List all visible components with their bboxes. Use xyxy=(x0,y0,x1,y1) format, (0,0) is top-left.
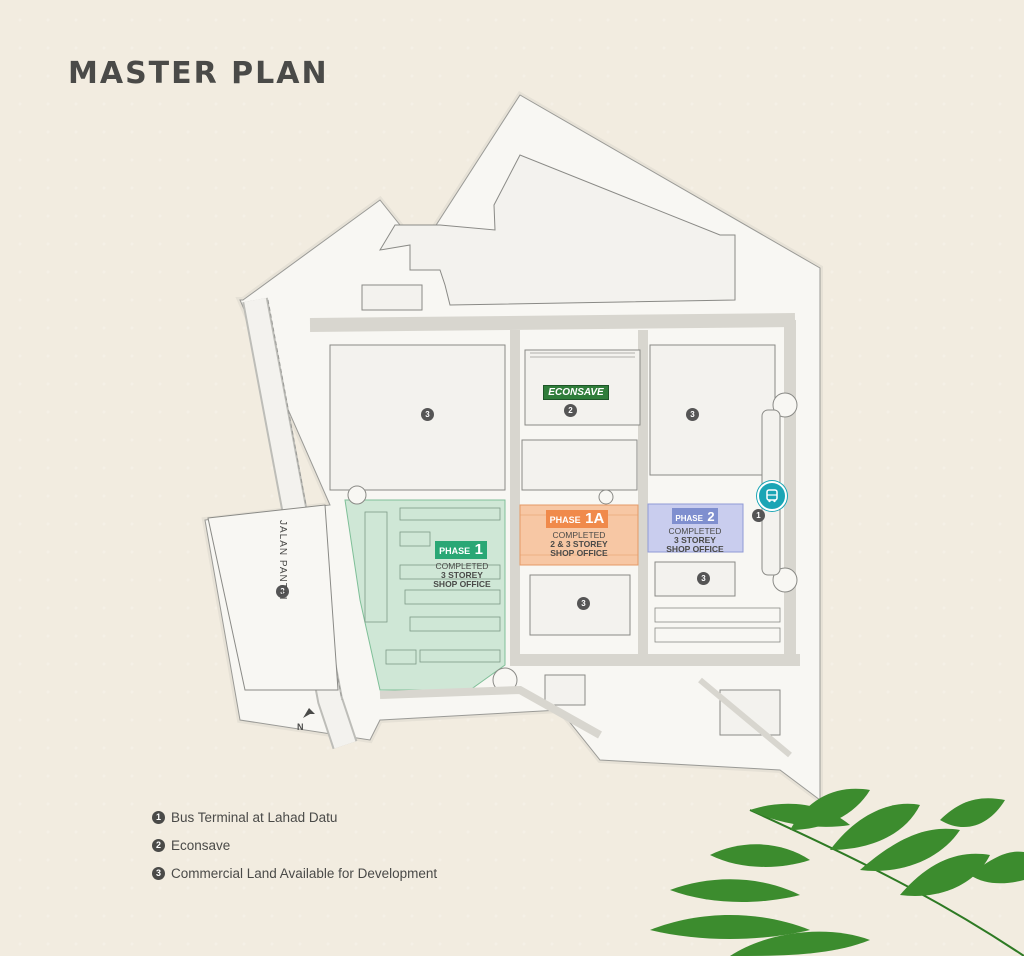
marker-1-bus-terminal[interactable]: 1 xyxy=(752,509,765,522)
marker-3-northeast[interactable]: 3 xyxy=(686,408,699,421)
marker-3-east[interactable]: 3 xyxy=(697,572,710,585)
legend-label-3: Commercial Land Available for Developmen… xyxy=(171,865,438,881)
marker-2-econsave[interactable]: 2 xyxy=(564,404,577,417)
econsave-logo: ECONSAVE xyxy=(543,385,609,400)
parcel-3-west xyxy=(207,504,339,691)
page-title: MASTER PLAN xyxy=(68,56,329,91)
phase1a-tag[interactable]: PHASE 1A xyxy=(546,510,608,528)
legend-label-2: Econsave xyxy=(171,837,231,853)
north-arrow-icon xyxy=(303,708,315,718)
legend-item-commercial-land: 3 Commercial Land Available for Developm… xyxy=(152,859,437,887)
bus-icon[interactable] xyxy=(757,481,787,511)
phase1a-caption: COMPLETED 2 & 3 STOREY SHOP OFFICE xyxy=(550,530,608,558)
legend-label-1: Bus Terminal at Lahad Datu xyxy=(171,809,338,825)
marker-3-northwest[interactable]: 3 xyxy=(421,408,434,421)
legend: 1 Bus Terminal at Lahad Datu 2 Econsave … xyxy=(152,803,437,887)
phase1-caption: COMPLETED 3 STOREY SHOP OFFICE xyxy=(433,561,491,589)
legend-number-3: 3 xyxy=(152,866,165,880)
legend-item-bus-terminal: 1 Bus Terminal at Lahad Datu xyxy=(152,803,437,831)
marker-3-center[interactable]: 3 xyxy=(577,597,590,610)
north-label: N xyxy=(297,722,304,732)
north-building xyxy=(379,154,736,306)
marker-3-west[interactable]: 3 xyxy=(276,585,289,598)
parcel-3-northwest xyxy=(329,344,506,491)
legend-number-1: 1 xyxy=(152,810,165,824)
phase1-tag[interactable]: PHASE 1 xyxy=(435,541,487,559)
legend-item-econsave: 2 Econsave xyxy=(152,831,437,859)
parcel-3-northeast xyxy=(649,344,776,476)
palm-leaf-icon xyxy=(650,788,1024,956)
phase2-tag[interactable]: PHASE 2 xyxy=(672,508,718,524)
road-label-jalan-pantai: JALAN PANTAI xyxy=(277,520,288,601)
parcel-3-east xyxy=(654,561,736,597)
phase2-caption: COMPLETED 3 STOREY SHOP OFFICE xyxy=(666,526,724,554)
legend-number-2: 2 xyxy=(152,838,165,852)
